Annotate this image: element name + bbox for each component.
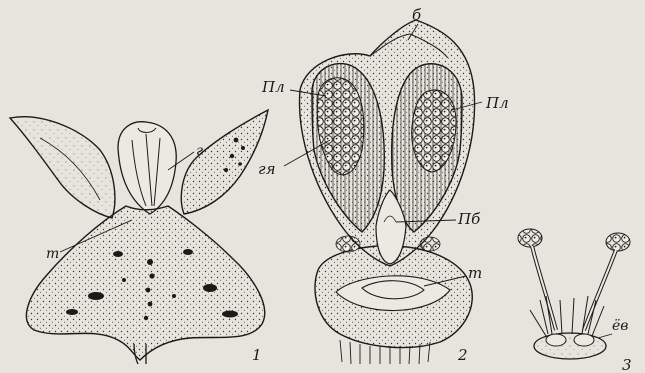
labellum (26, 206, 264, 360)
label-pb: Пб (457, 210, 481, 228)
panel-1-flower: г т 1 (10, 110, 268, 364)
panel-3-pollinia: ёв 3 (518, 229, 632, 373)
label-t-panel2: т (468, 264, 482, 282)
panel-number-3: 3 (622, 356, 632, 373)
label-yo: ёв (612, 318, 628, 334)
hood (118, 122, 176, 214)
label-b: б (412, 6, 422, 24)
label-gya: гя (258, 160, 276, 178)
left-sepal (10, 117, 115, 218)
label-pl-right: Пл (485, 94, 509, 112)
right-sepal (181, 110, 268, 214)
panel-number-2: 2 (457, 346, 468, 364)
pollinium-head-right (606, 233, 630, 251)
label-t-panel1: т (46, 246, 59, 262)
label-g: г (196, 143, 203, 159)
viscidium-base (534, 333, 606, 359)
panel-2-column: б Пл Пл гя Пб т 2 (258, 6, 509, 364)
pollinium-head-left (518, 229, 542, 247)
panel-number-1: 1 (252, 346, 262, 364)
label-pl-left: Пл (261, 78, 285, 96)
